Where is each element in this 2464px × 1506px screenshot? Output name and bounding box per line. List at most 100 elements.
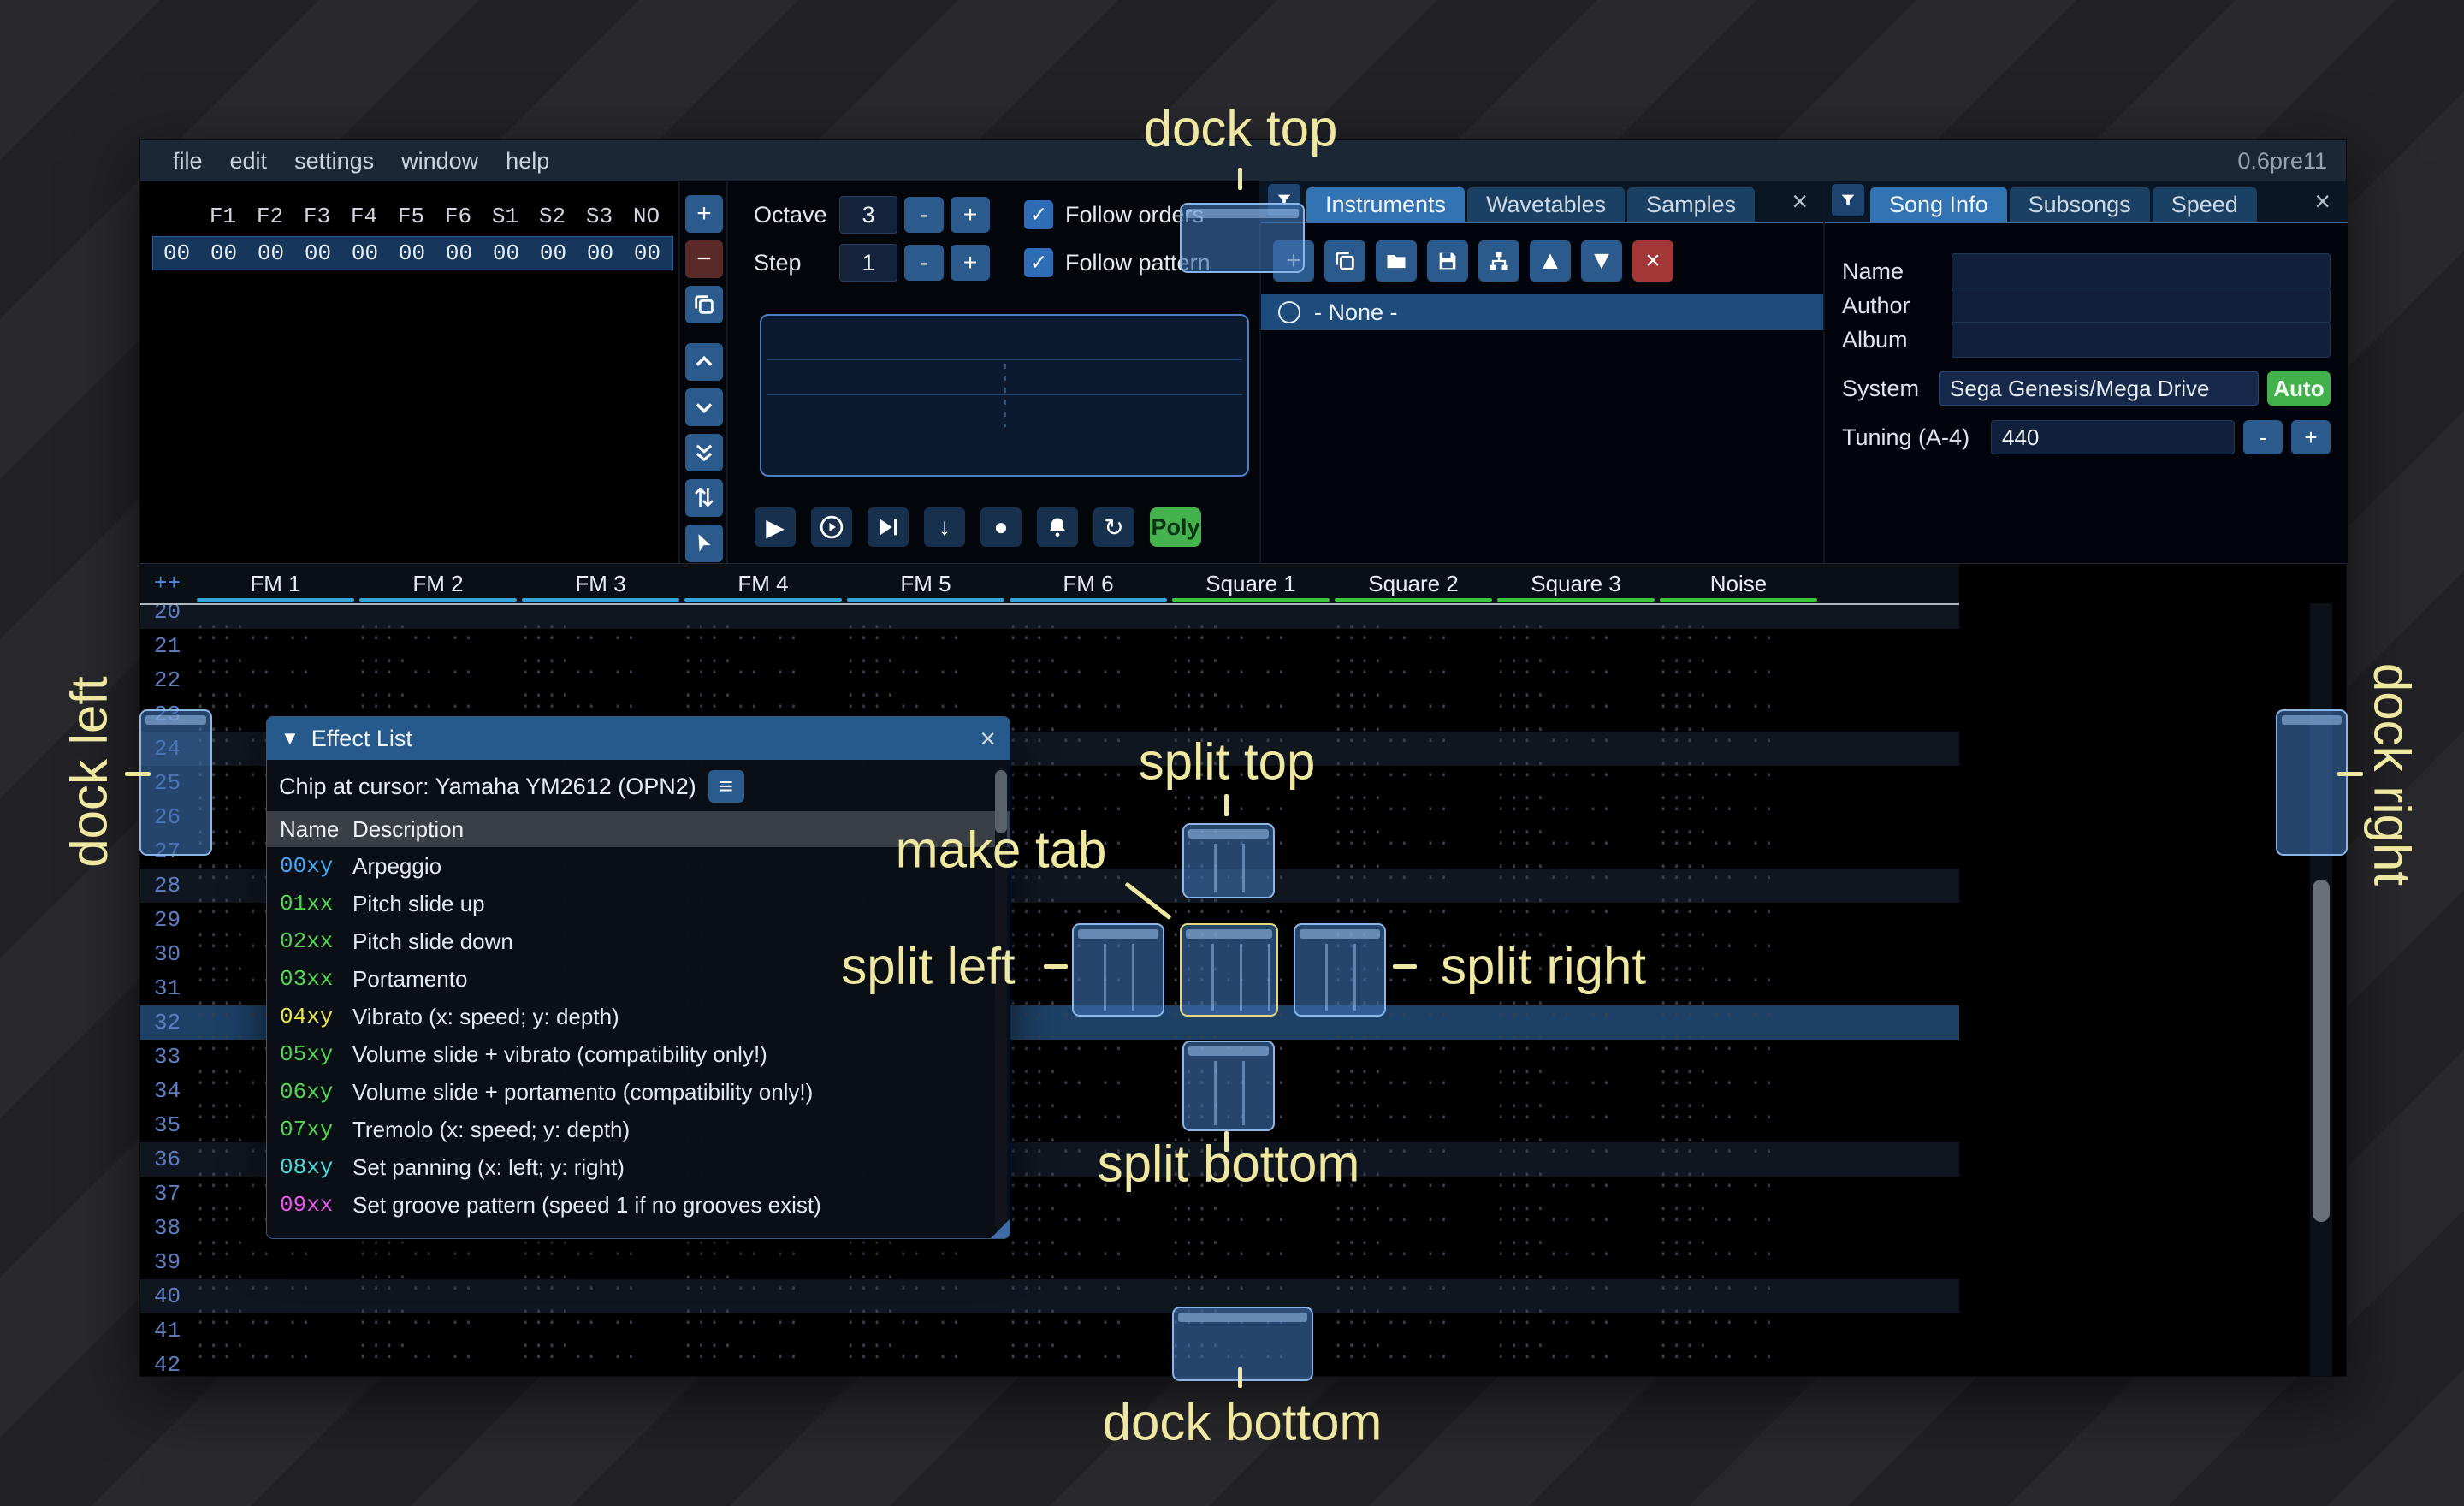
instruments-tab[interactable]: Instruments — [1306, 187, 1466, 222]
channel-header[interactable]: FM 1 — [194, 564, 357, 603]
order-value[interactable]: 00 — [163, 240, 191, 266]
move-instrument-down-button[interactable]: ▼ — [1581, 240, 1622, 282]
pattern-cell[interactable]: ... .. .. .... — [1657, 897, 1776, 943]
save-instrument-button[interactable] — [1427, 240, 1468, 282]
pattern-cell[interactable]: ... .. .. .... — [1657, 1239, 1776, 1285]
order-edit-mode-button[interactable] — [685, 525, 723, 562]
split-target-top[interactable] — [1182, 823, 1275, 898]
pattern-cell[interactable]: ... .. .. .... — [1657, 1342, 1776, 1376]
effect-list-row[interactable]: 04xy Vibrato (x: speed; y: depth) — [267, 998, 1010, 1035]
poly-toggle-button[interactable]: Poly — [1150, 507, 1201, 547]
follow-orders-checkbox[interactable]: ✓ — [1024, 200, 1053, 229]
channel-header[interactable]: FM 2 — [357, 564, 519, 603]
pattern-cell[interactable]: ... .. .. .... — [682, 1342, 801, 1376]
instruments-tab[interactable]: Wavetables — [1467, 187, 1626, 222]
pattern-cell[interactable]: ... .. .. .... — [1332, 1342, 1451, 1376]
menu-item[interactable]: settings — [294, 147, 375, 174]
dock-target-right[interactable] — [2276, 709, 2348, 856]
tuning-increase-button[interactable]: + — [2291, 420, 2331, 454]
play-button[interactable]: ▶ — [755, 507, 796, 547]
split-target-left[interactable] — [1072, 923, 1164, 1017]
pattern-cell[interactable]: ... .. .. .... — [1170, 657, 1288, 703]
song-info-tab[interactable]: Speed — [2152, 187, 2257, 222]
effect-list-row[interactable]: 06xy Volume slide + portamento (compatib… — [267, 1073, 1010, 1111]
auto-system-button[interactable]: Auto — [2267, 371, 2331, 406]
pattern-cell[interactable]: ... .. .. .... — [1007, 1342, 1126, 1376]
pattern-cell[interactable]: ... .. .. .... — [1495, 1102, 1614, 1148]
pattern-cell[interactable]: ... .. .. .... — [1332, 1171, 1451, 1217]
pattern-cell[interactable]: ... .. .. .... — [1495, 760, 1614, 806]
song-info-tab[interactable]: Song Info — [1870, 187, 2007, 222]
resize-grip[interactable] — [991, 1219, 1010, 1238]
dock-target-top[interactable] — [1180, 203, 1305, 273]
scrollbar-thumb[interactable] — [995, 770, 1007, 833]
pattern-cell[interactable]: ... .. .. .... — [1007, 1068, 1126, 1114]
dock-target-left[interactable] — [139, 709, 212, 856]
split-target-bottom[interactable] — [1182, 1041, 1275, 1131]
pattern-cell[interactable]: ... .. .. .... — [519, 1307, 638, 1354]
collapse-icon[interactable]: ▼ — [281, 727, 299, 749]
open-instrument-button[interactable] — [1376, 240, 1417, 282]
song-info-tab[interactable]: Subsongs — [2009, 187, 2150, 222]
step-one-row-button[interactable]: ↓ — [924, 507, 965, 547]
step-input[interactable]: 1 — [839, 244, 897, 282]
octave-increase-button[interactable]: + — [951, 197, 990, 233]
effect-list-row[interactable]: 02xx Pitch slide down — [267, 922, 1010, 960]
pattern-cell[interactable]: ... .. .. .... — [1007, 1273, 1126, 1319]
channel-header[interactable]: FM 6 — [1007, 564, 1170, 603]
text-input[interactable] — [1952, 253, 2331, 289]
order-value[interactable]: 00 — [492, 240, 520, 266]
channel-header[interactable]: Noise — [1657, 564, 1820, 603]
pattern-cell[interactable]: ... .. .. .... — [1332, 863, 1451, 909]
order-value[interactable]: 00 — [210, 240, 238, 266]
channel-header[interactable]: FM 3 — [519, 564, 682, 603]
duplicate-order-button[interactable] — [685, 286, 723, 323]
dock-target-bottom[interactable] — [1172, 1307, 1313, 1381]
pattern-cell[interactable]: ... .. .. .... — [1657, 691, 1776, 738]
channel-header[interactable]: FM 5 — [844, 564, 1007, 603]
order-value[interactable]: 00 — [257, 240, 285, 266]
pattern-cell[interactable]: ... .. .. .... — [1495, 691, 1614, 738]
step-increase-button[interactable]: + — [951, 245, 990, 281]
split-target-right[interactable] — [1294, 923, 1386, 1017]
pattern-cell[interactable]: ... .. .. .... — [1495, 1342, 1614, 1376]
pattern-cell[interactable]: ... .. .. .... — [357, 1342, 476, 1376]
remove-order-button[interactable]: − — [685, 240, 723, 278]
instruments-tab[interactable]: Samples — [1627, 187, 1756, 222]
order-value[interactable]: 00 — [445, 240, 473, 266]
pattern-cell[interactable]: ... .. .. .... — [1495, 931, 1614, 977]
order-change-mode-button[interactable]: ⇅ — [685, 479, 723, 517]
effect-list-row[interactable]: 01xx Pitch slide up — [267, 885, 1010, 922]
step-decrease-button[interactable]: - — [904, 245, 944, 281]
follow-pattern-checkbox[interactable]: ✓ — [1024, 248, 1053, 277]
text-input[interactable] — [1952, 288, 2331, 323]
tuning-decrease-button[interactable]: - — [2243, 420, 2283, 454]
order-value[interactable]: 00 — [539, 240, 567, 266]
octave-decrease-button[interactable]: - — [904, 197, 944, 233]
window-menu-button[interactable] — [1832, 184, 1864, 216]
close-icon[interactable]: × — [980, 722, 996, 754]
duplicate-order-end-button[interactable] — [685, 434, 723, 471]
play-from-start-button[interactable] — [811, 507, 852, 547]
pattern-cell[interactable]: ... .. .. .... — [519, 657, 638, 703]
text-input[interactable] — [1952, 322, 2331, 358]
pattern-cell[interactable]: ... .. .. .... — [1170, 691, 1288, 738]
menu-item[interactable]: edit — [229, 147, 268, 174]
move-order-down-button[interactable] — [685, 388, 723, 426]
add-order-button[interactable]: + — [685, 195, 723, 233]
organize-instruments-button[interactable] — [1478, 240, 1519, 282]
menu-item[interactable]: help — [506, 147, 550, 174]
play-from-cursor-button[interactable] — [868, 507, 909, 547]
system-select[interactable]: Sega Genesis/Mega Drive — [1939, 371, 2259, 406]
close-icon[interactable]: × — [1792, 186, 1808, 216]
pattern-cell[interactable]: ... .. .. .... — [1657, 863, 1776, 909]
effect-list-row[interactable]: 08xy Set panning (x: left; y: right) — [267, 1148, 1010, 1186]
pattern-cell[interactable]: ... .. .. .... — [1332, 1239, 1451, 1285]
pattern-cell[interactable]: ... .. .. .... — [519, 1342, 638, 1376]
effect-list-row[interactable]: 07xy Tremolo (x: speed; y: depth) — [267, 1111, 1010, 1148]
effect-list-row[interactable]: 00xy Arpeggio — [267, 847, 1010, 885]
orders-row[interactable]: 00 00 00 00 00 00 00 — [152, 236, 673, 270]
pattern-cell[interactable]: ... .. .. .... — [1495, 1034, 1614, 1080]
effect-list-title-bar[interactable]: ▼ Effect List × — [267, 717, 1010, 760]
effect-list-menu-button[interactable]: ≡ — [708, 770, 744, 803]
